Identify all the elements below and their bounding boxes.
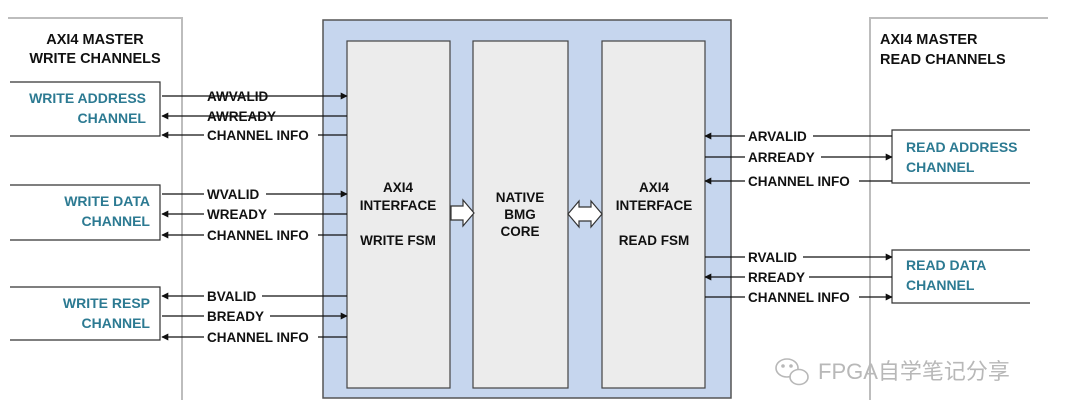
write-fsm-box [346, 40, 451, 389]
write-data-label-line1: WRITE DATA [64, 193, 150, 209]
wready-mask [204, 206, 274, 221]
write-data-channel-box [10, 184, 161, 241]
read-fsm-line1: AXI4 [639, 180, 670, 195]
bvalid-mask [204, 288, 262, 303]
write-resp-channel-box [10, 286, 161, 341]
b-channel-info-label: CHANNEL INFO [207, 330, 309, 345]
awready-label: AWREADY [207, 109, 276, 124]
write-master-panel: AXI4 MASTER WRITE CHANNELS WRITE ADDRESS… [8, 17, 183, 400]
aw-channel-info-label: CHANNEL INFO [207, 128, 309, 143]
bmg-core: NATIVE BMG CORE [472, 40, 569, 389]
write-address-label-line1: WRITE ADDRESS [29, 90, 146, 106]
ar-channel-info-mask [745, 173, 859, 188]
write-master-title-line2: WRITE CHANNELS [29, 51, 161, 67]
awvalid-label: AWVALID [207, 89, 268, 104]
read-master-panel-border [869, 17, 1048, 400]
bmg-core-block: AXI4 INTERFACE WRITE FSM NATIVE BMG CORE… [322, 19, 732, 399]
read-address-label-line1: READ ADDRESS [906, 139, 1018, 155]
read-fsm-box [601, 40, 706, 389]
read-data-label-line1: READ DATA [906, 257, 986, 273]
ar-channel-info-label: CHANNEL INFO [748, 174, 850, 189]
w-channel-info-mask [204, 227, 318, 242]
r-channel-info-mask [745, 289, 859, 304]
bvalid-label: BVALID [207, 289, 256, 304]
read-fsm-line3: READ FSM [619, 233, 690, 248]
bmg-line2: BMG [504, 207, 536, 222]
arvalid-label: ARVALID [748, 129, 807, 144]
read-fsm-block: AXI4 INTERFACE READ FSM [601, 40, 706, 389]
bmg-read-bidirectional-arrow [567, 199, 603, 229]
write-fsm-line1: AXI4 [383, 180, 414, 195]
read-address-channel-box [891, 129, 1030, 184]
rready-label: RREADY [748, 270, 805, 285]
read-signals: ARVALID ARREADY CHANNEL INFO RVALID RREA… [704, 128, 893, 305]
write-data-label-line2: CHANNEL [82, 213, 151, 229]
r-channel-info-label: CHANNEL INFO [748, 290, 850, 305]
rvalid-label: RVALID [748, 250, 797, 265]
bready-label: BREADY [207, 309, 264, 324]
read-address-label-line2: CHANNEL [906, 159, 975, 175]
bmg-line3: CORE [500, 224, 539, 239]
write-resp-label-line2: CHANNEL [82, 315, 151, 331]
bmg-core-box [472, 40, 569, 389]
aw-channel-info-mask [204, 127, 318, 142]
write-resp-channel: WRITE RESP CHANNEL [10, 286, 161, 341]
w-channel-info-label: CHANNEL INFO [207, 228, 309, 243]
rvalid-mask [745, 249, 803, 264]
read-master-title-line2: READ CHANNELS [880, 52, 1006, 68]
bready-mask [204, 308, 270, 323]
write-master-panel-border [8, 17, 183, 400]
read-master-panel: AXI4 MASTER READ CHANNELS READ ADDRESS C… [869, 17, 1048, 400]
wready-label: WREADY [207, 207, 267, 222]
write-fsm-line2: INTERFACE [360, 198, 437, 213]
write-to-bmg-arrow [450, 198, 475, 228]
write-fsm-line3: WRITE FSM [360, 233, 436, 248]
arvalid-mask [745, 128, 813, 143]
arready-label: ARREADY [748, 150, 815, 165]
watermark: FPGA自学笔记分享 [775, 358, 1010, 386]
write-resp-label-line1: WRITE RESP [63, 295, 150, 311]
write-fsm-block: AXI4 INTERFACE WRITE FSM [346, 40, 451, 389]
wvalid-label: WVALID [207, 187, 259, 202]
rready-mask [745, 269, 809, 284]
read-fsm-line2: INTERFACE [616, 198, 693, 213]
read-address-channel: READ ADDRESS CHANNEL [891, 129, 1030, 184]
bmg-line1: NATIVE [496, 190, 545, 205]
b-channel-info-mask [204, 329, 318, 344]
read-master-title-line1: AXI4 MASTER [880, 32, 978, 48]
read-data-label-line2: CHANNEL [906, 277, 975, 293]
write-address-channel: WRITE ADDRESS CHANNEL [10, 81, 161, 137]
write-signals: AWVALID AWREADY CHANNEL INFO WVALID WREA… [161, 89, 348, 345]
read-data-channel: READ DATA CHANNEL [891, 249, 1030, 304]
arready-mask [745, 149, 821, 164]
write-master-title-line1: AXI4 MASTER [46, 32, 144, 48]
write-address-label-line2: CHANNEL [78, 110, 147, 126]
write-address-channel-box [10, 81, 161, 137]
watermark-text: FPGA自学笔记分享 [818, 359, 1010, 384]
write-data-channel: WRITE DATA CHANNEL [10, 184, 161, 241]
wechat-icon [775, 358, 809, 386]
wvalid-mask [204, 186, 266, 201]
